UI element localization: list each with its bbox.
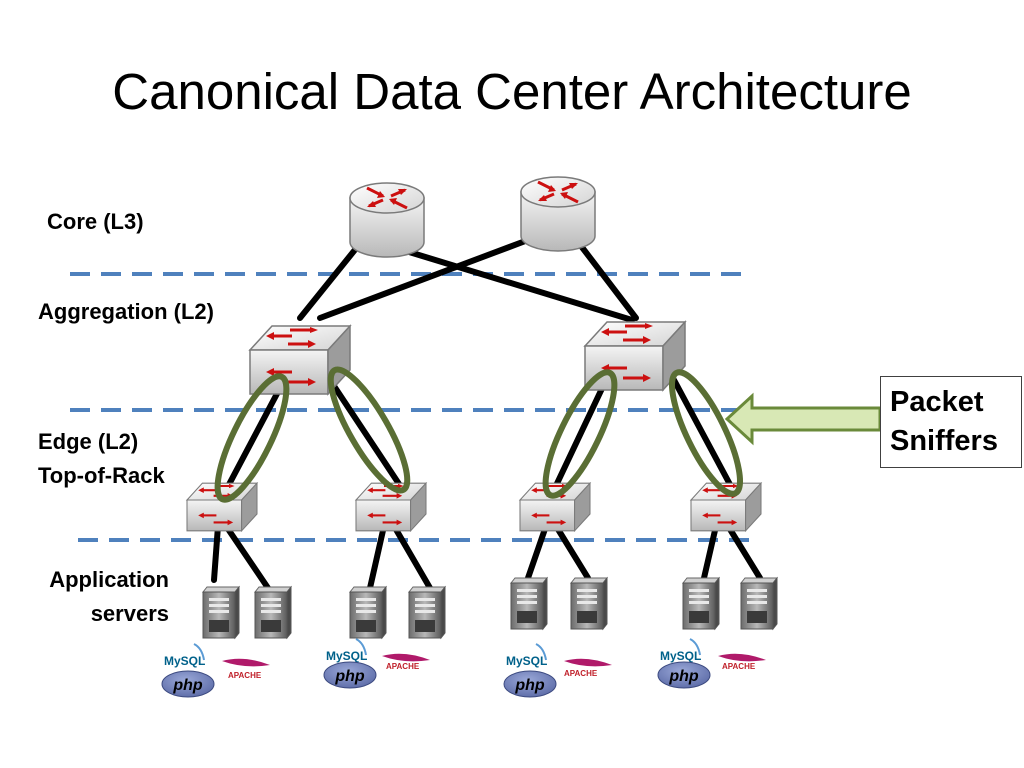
stack-3: MySQL APACHE php [503, 643, 612, 698]
link-tor2-srv4 [391, 523, 433, 591]
network-links [211, 237, 763, 591]
link-core2-agg2 [575, 239, 639, 321]
label-edge-line1: Edge (L2) [38, 429, 139, 454]
core-router-2-icon [519, 175, 597, 253]
php-logo-text: php [514, 677, 545, 694]
apache-logo: APACHE [386, 662, 420, 671]
server-8-icon [740, 577, 778, 630]
slide-title: Canonical Data Center Architecture [112, 63, 912, 120]
server-3-icon [349, 586, 387, 639]
link-tor1-srv2 [223, 523, 271, 591]
link-tor1-srv1 [211, 523, 221, 583]
server-4-icon [408, 586, 446, 639]
tor-switch-1-icon [185, 482, 259, 532]
server-5-icon [510, 577, 548, 630]
packet-sniffer-rings [214, 366, 743, 503]
stack-2: MySQL APACHE php [323, 638, 430, 689]
tor-switch-3-icon [518, 482, 592, 532]
link-tor3-srv5 [525, 523, 549, 581]
layer-dividers [70, 272, 755, 542]
application-servers [202, 577, 778, 639]
server-7-icon [682, 577, 720, 630]
php-logo [503, 670, 557, 698]
core-router-1-icon [348, 181, 426, 259]
link-core1-agg2 [393, 245, 635, 323]
mysql-logo: MySQL [506, 654, 547, 668]
label-edge: Edge (L2) Top-of-Rack [38, 425, 165, 493]
mysql-logo: MySQL [326, 649, 367, 663]
php-logo-text: php [334, 668, 365, 685]
label-aggregation: Aggregation (L2) [38, 299, 214, 324]
label-core: Core (L3) [47, 209, 144, 234]
sniffer-ring-4 [669, 369, 743, 497]
link-tor2-srv3 [367, 523, 387, 591]
callout-line2: Sniffers [890, 425, 998, 457]
server-2-icon [254, 586, 292, 639]
link-core2-agg1 [317, 237, 531, 321]
label-app-line2: servers [90, 601, 169, 626]
stack-4: MySQL APACHE php [657, 638, 766, 689]
php-logo-text: php [668, 668, 699, 685]
server-6-icon [570, 577, 608, 630]
link-agg2-tor4 [671, 377, 737, 495]
callout-line1: Packet [890, 386, 984, 418]
sniffer-ring-2 [327, 366, 411, 494]
sniffer-ring-1 [214, 373, 290, 503]
apache-logo: APACHE [722, 662, 756, 671]
sniffer-ring-3 [542, 369, 618, 499]
php-logo [161, 670, 215, 698]
label-application-servers: Application servers [49, 563, 169, 631]
php-logo-text: php [172, 677, 203, 694]
stack-1: MySQL APACHE php [161, 643, 270, 698]
apache-logo: APACHE [228, 671, 262, 680]
link-core1-agg1 [297, 243, 361, 321]
link-agg2-tor3 [550, 377, 609, 495]
mysql-logo: MySQL [660, 649, 701, 663]
server-1-icon [202, 586, 240, 639]
php-logo [323, 661, 377, 689]
link-tor3-srv6 [553, 523, 591, 581]
php-logo [657, 661, 711, 689]
label-app-line1: Application [49, 567, 169, 592]
link-agg1-tor2 [327, 377, 406, 493]
link-tor4-srv8 [725, 523, 763, 581]
link-agg1-tor1 [222, 385, 283, 495]
software-logos: MySQL APACHE php MySQL APACHE php MySQL … [161, 638, 766, 698]
link-tor4-srv7 [701, 523, 719, 581]
label-edge-line2: Top-of-Rack [38, 463, 165, 488]
packet-sniffers-callout: Packet Sniffers [880, 376, 1022, 468]
apache-logo: APACHE [564, 669, 598, 678]
callout-arrow-icon [724, 392, 882, 446]
mysql-logo: MySQL [164, 654, 205, 668]
